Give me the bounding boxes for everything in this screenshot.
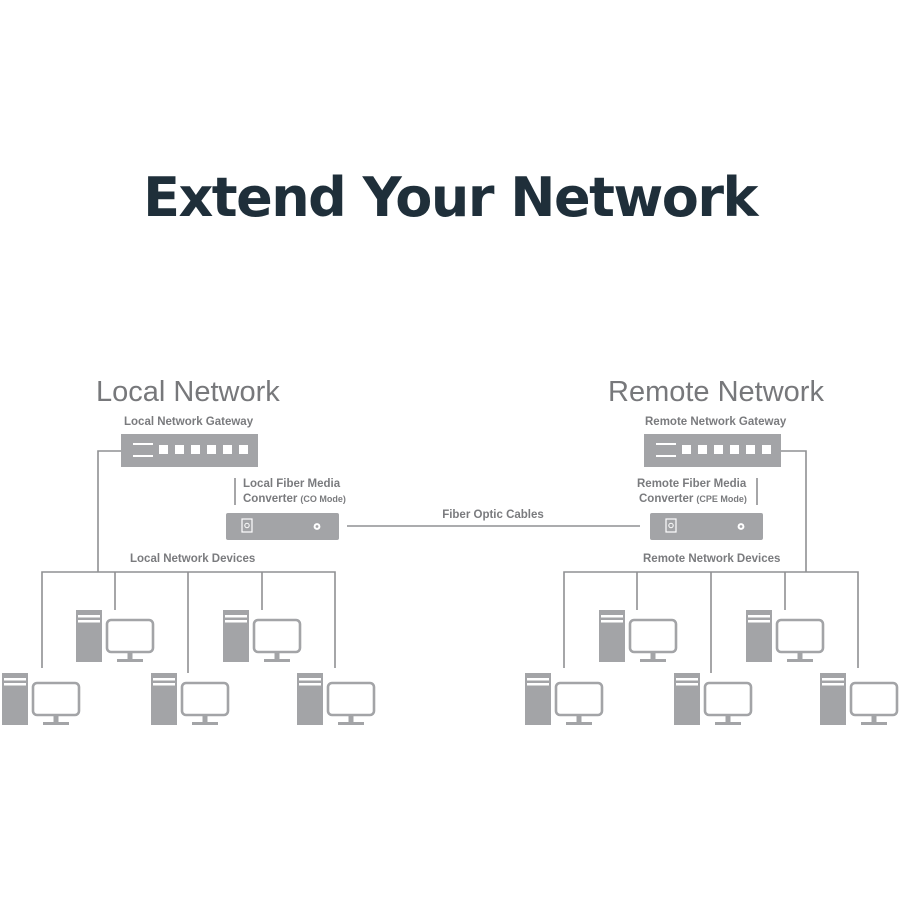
remote-computer-icon	[672, 671, 753, 727]
local-gateway-label: Local Network Gateway	[124, 416, 254, 428]
local-computer-icon	[295, 671, 376, 727]
remote-converter-label-line2: Converter(CPE Mode)	[639, 493, 747, 505]
local-converter-label-line1: Local Fiber Media	[243, 478, 341, 490]
remote-devices-label: Remote Network Devices	[643, 553, 780, 565]
local-media-converter-icon	[225, 512, 340, 541]
local-network-heading: Local Network	[96, 376, 280, 408]
local-gateway-router-icon	[121, 434, 258, 467]
fiber-optic-cable-label: Fiber Optic Cables	[442, 509, 544, 521]
local-network-lines	[41, 450, 336, 673]
local-devices-label: Local Network Devices	[130, 553, 255, 565]
remote-computer-icon	[523, 671, 604, 727]
local-computer-icon	[149, 671, 230, 727]
remote-computer-icon	[597, 608, 678, 664]
diagram-title: Extend Your Network	[143, 166, 758, 229]
local-computer-icon	[0, 671, 81, 727]
local-converter-label-line2: Converter(CO Mode)	[243, 493, 346, 505]
remote-gateway-router-icon	[644, 434, 781, 467]
local-computer-icon	[221, 608, 302, 664]
remote-computer-icon	[744, 608, 825, 664]
remote-network-lines	[563, 450, 859, 673]
remote-computer-icon	[818, 671, 899, 727]
remote-converter-label-line1: Remote Fiber Media	[637, 478, 747, 490]
local-computer-icon	[74, 608, 155, 664]
remote-media-converter-icon	[649, 512, 764, 541]
remote-gateway-label: Remote Network Gateway	[645, 416, 787, 428]
remote-network-heading: Remote Network	[608, 376, 824, 408]
